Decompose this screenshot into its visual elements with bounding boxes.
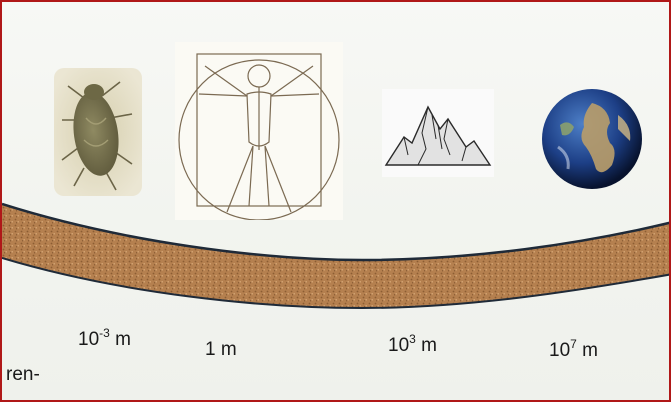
scale-label-mountain: 103 m	[388, 335, 437, 357]
scale-label-mite: 10-3 m	[78, 329, 131, 351]
truncated-text: ren-	[6, 364, 40, 386]
scale-label-human: 1 m	[205, 339, 237, 361]
scale-label-earth: 107 m	[549, 340, 598, 362]
